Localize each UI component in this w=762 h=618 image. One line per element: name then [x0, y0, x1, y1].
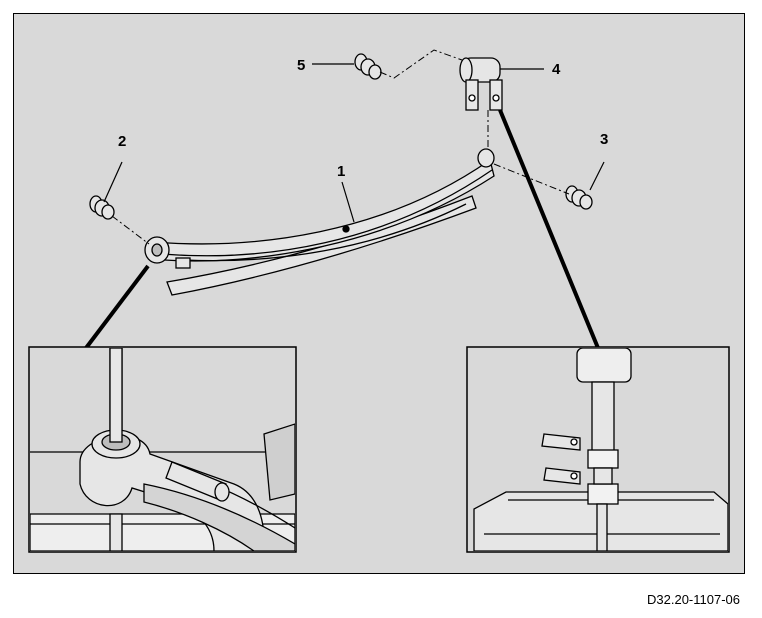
callout-1: 1	[337, 163, 346, 180]
diagram-frame: 1 2 3 4 5	[13, 13, 745, 574]
diagram-drawing	[28, 49, 730, 553]
callout-3: 3	[600, 131, 609, 148]
spring-shackle	[459, 57, 503, 111]
detail-connectors	[84, 109, 600, 350]
leaf-spring	[144, 148, 495, 296]
callout-4: 4	[552, 61, 561, 78]
assembly-lines	[111, 49, 570, 245]
drawing-code: D32.20-1107-06	[647, 592, 740, 607]
callout-2: 2	[118, 133, 127, 150]
bolt-5	[354, 53, 382, 80]
detail-view-front-eye	[28, 346, 297, 553]
detail-view-shackle	[466, 346, 730, 553]
bolt-3	[565, 185, 593, 210]
leader-lines	[103, 63, 605, 223]
bolt-2	[89, 195, 115, 220]
callout-5: 5	[297, 57, 306, 74]
